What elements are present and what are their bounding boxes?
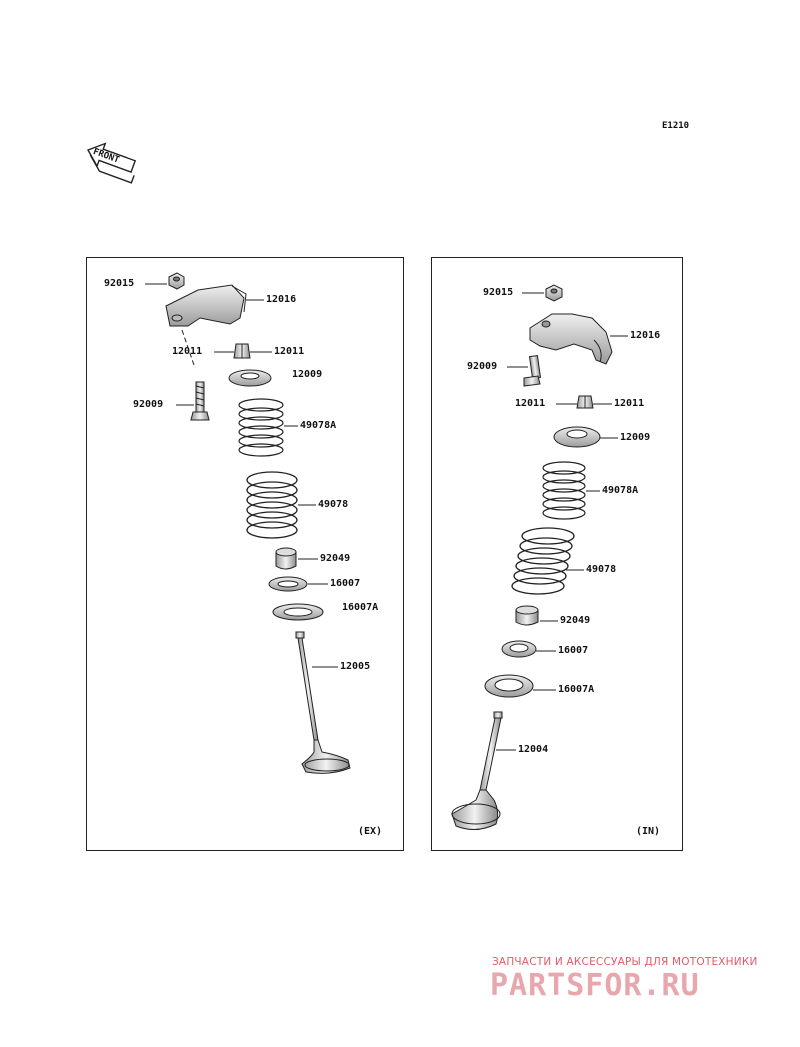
- in-label-16007: 16007: [558, 645, 589, 656]
- in-washer-16007: [501, 640, 537, 658]
- ex-label-16007: 16007: [330, 578, 361, 589]
- ex-washer-16007a: [272, 603, 324, 621]
- ex-valve-12005: [295, 631, 351, 774]
- in-panel: [431, 257, 683, 851]
- watermark-logo: PARTSFOR.RU: [490, 968, 700, 1003]
- ex-label-49078: 49078: [318, 499, 349, 510]
- in-spring-inner-49078a: [542, 461, 586, 520]
- in-variant-label: (IN): [636, 826, 661, 837]
- in-label-16007a: 16007A: [558, 684, 595, 695]
- diagram-id: E1210: [662, 121, 690, 131]
- in-label-49078a: 49078A: [602, 485, 639, 496]
- in-valve-12004: [451, 711, 503, 830]
- ex-retainer-12009: [228, 369, 272, 387]
- ex-label-12009: 12009: [292, 369, 323, 380]
- ex-label-16007a: 16007A: [342, 602, 379, 613]
- ex-rocker-arm-12016: [165, 284, 247, 327]
- in-label-12011-right: 12011: [614, 398, 645, 409]
- in-washer-16007a: [484, 674, 534, 698]
- in-label-92049: 92049: [560, 615, 591, 626]
- ex-adjuster-screw-92009: [190, 381, 210, 421]
- ex-label-49078a: 49078A: [300, 420, 337, 431]
- in-retainer-12009: [553, 426, 601, 448]
- in-label-49078: 49078: [586, 564, 617, 575]
- ex-spring-inner-49078a: [238, 398, 284, 457]
- ex-seal-92049: [275, 547, 297, 570]
- ex-spring-outer-49078: [246, 471, 298, 539]
- ex-label-92015: 92015: [104, 278, 135, 289]
- ex-label-92009: 92009: [133, 399, 164, 410]
- in-spring-outer-49078: [511, 527, 575, 595]
- ex-collet-12011: [233, 343, 251, 359]
- watermark-tagline: ЗАПЧАСТИ И АКСЕССУАРЫ ДЛЯ МОТОТЕХНИКИ: [492, 956, 758, 968]
- in-label-12011-left: 12011: [515, 398, 546, 409]
- in-rocker-arm-12016: [529, 313, 613, 365]
- in-nut-92015: [545, 284, 563, 302]
- ex-label-12005: 12005: [340, 661, 371, 672]
- in-label-12009: 12009: [620, 432, 651, 443]
- in-label-12016: 12016: [630, 330, 661, 341]
- in-collet-12011: [576, 395, 594, 409]
- ex-label-92049: 92049: [320, 553, 351, 564]
- ex-washer-16007: [268, 576, 308, 592]
- in-label-92015: 92015: [483, 287, 514, 298]
- ex-label-12011-left: 12011: [172, 346, 203, 357]
- ex-panel: [86, 257, 404, 851]
- ex-variant-label: (EX): [358, 826, 383, 837]
- ex-nut-92015: [168, 272, 185, 290]
- ex-label-12016: 12016: [266, 294, 297, 305]
- in-label-12004: 12004: [518, 744, 549, 755]
- ex-label-12011-right: 12011: [274, 346, 305, 357]
- in-seal-92049: [515, 605, 539, 626]
- in-label-92009: 92009: [467, 361, 498, 372]
- in-adjuster-screw-92009: [523, 354, 542, 387]
